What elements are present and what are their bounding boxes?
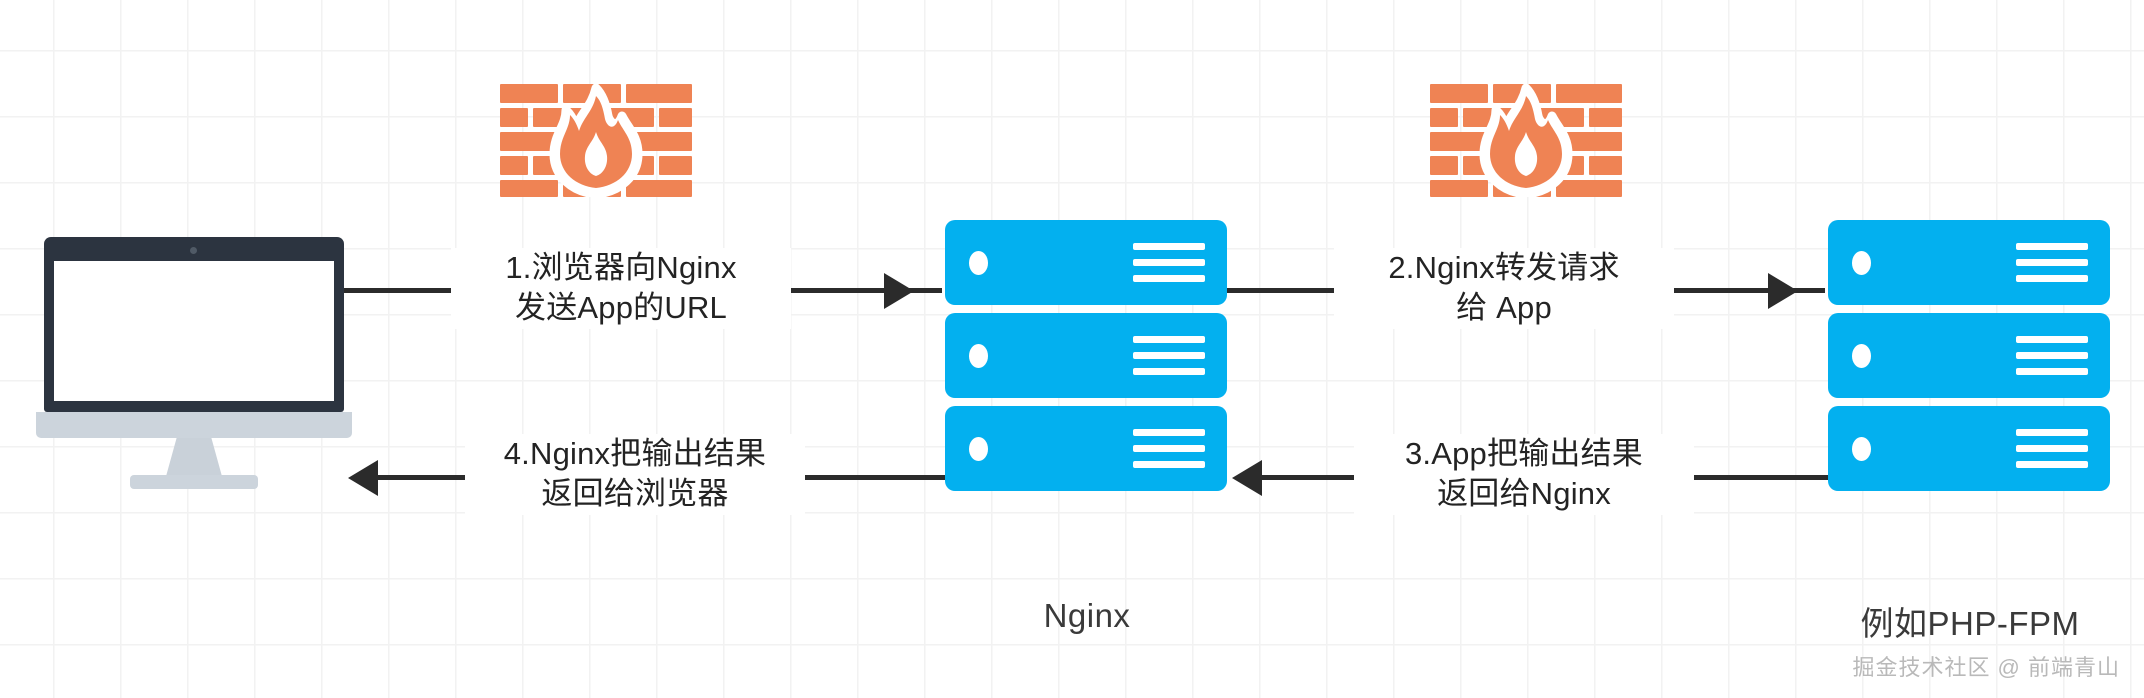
monitor-stand-neck xyxy=(165,438,223,480)
firewall-brick-flame-icon xyxy=(1430,84,1622,197)
monitor-bezel xyxy=(44,237,344,412)
monitor-chin xyxy=(36,412,352,438)
server-vent-lines-icon xyxy=(1133,428,1205,469)
firewall-brick-flame-icon xyxy=(500,84,692,197)
step-2-label: 2.Nginx转发请求 给 App xyxy=(1334,248,1674,329)
arrowhead-step-3 xyxy=(1232,460,1262,496)
step-1-label: 1.浏览器向Nginx 发送App的URL xyxy=(451,248,791,329)
step-4-label: 4.Nginx把输出结果 返回给浏览器 xyxy=(465,434,805,515)
server-status-led-icon xyxy=(969,343,988,368)
server-status-led-icon xyxy=(969,250,988,275)
arrowhead-step-4 xyxy=(348,460,378,496)
app-server-unit-2 xyxy=(1828,313,2110,398)
monitor-camera-icon xyxy=(190,247,197,254)
arrowhead-step-1 xyxy=(884,273,914,309)
monitor-screen xyxy=(54,261,334,401)
server-status-led-icon xyxy=(1852,436,1871,461)
watermark-text: 掘金技术社区 @ 前端青山 xyxy=(1852,655,2120,680)
server-vent-lines-icon xyxy=(1133,335,1205,376)
app-server-unit-1 xyxy=(1828,220,2110,305)
app-caption: 例如PHP-FPM xyxy=(1860,605,2080,642)
server-vent-lines-icon xyxy=(2016,428,2088,469)
server-status-led-icon xyxy=(1852,343,1871,368)
arrowhead-step-2 xyxy=(1768,273,1798,309)
server-vent-lines-icon xyxy=(1133,242,1205,283)
server-vent-lines-icon xyxy=(2016,242,2088,283)
nginx-caption: Nginx xyxy=(1043,597,1131,634)
monitor-stand-foot xyxy=(130,475,258,489)
server-vent-lines-icon xyxy=(2016,335,2088,376)
desktop-monitor-icon xyxy=(36,237,352,489)
nginx-server-unit-1 xyxy=(945,220,1227,305)
server-status-led-icon xyxy=(969,436,988,461)
app-server-unit-3 xyxy=(1828,406,2110,491)
server-status-led-icon xyxy=(1852,250,1871,275)
nginx-server-unit-3 xyxy=(945,406,1227,491)
step-3-label: 3.App把输出结果 返回给Nginx xyxy=(1354,434,1694,515)
nginx-server-unit-2 xyxy=(945,313,1227,398)
